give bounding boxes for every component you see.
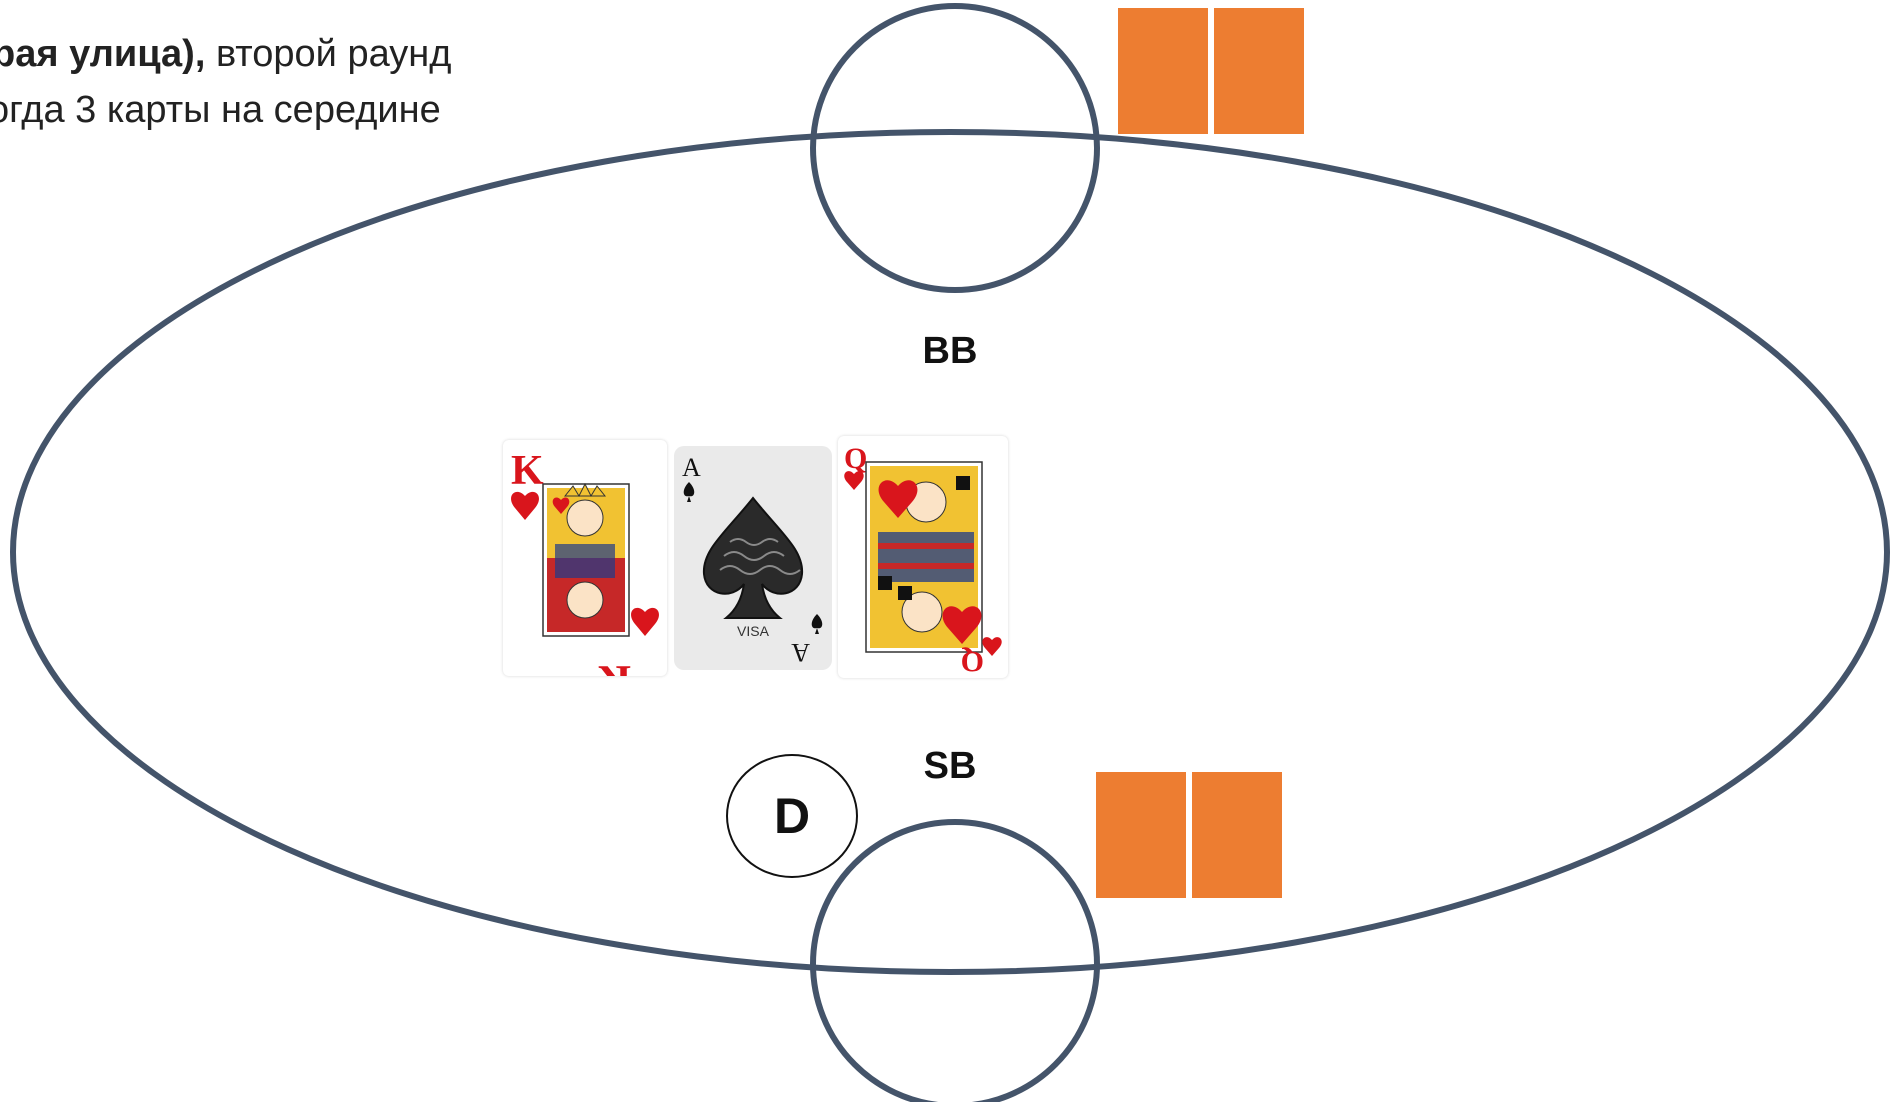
card-q-rank-top: Q [844,442,867,475]
chip-bottom-2 [1192,772,1282,898]
card-k-heart-small [552,497,570,514]
card-a-rank-bottom: A [791,638,810,667]
king-of-hearts-art: K K [511,448,659,676]
card-q-rank-bottom: Q [961,645,984,678]
queen-of-hearts-card: Q Q [838,436,1008,678]
card-k-rank-top: K [511,448,544,494]
spade-large-icon [702,496,804,619]
small-blind-label: SB [923,745,977,787]
card-a-rank-top: A [682,453,701,482]
queen-of-hearts-art: Q Q [844,442,1002,678]
poker-table-outline [10,129,1890,975]
street-caption: рая улица), второй раунд огда 3 карты на… [0,26,580,138]
chip-bottom-1 [1096,772,1186,898]
chip-stack-top [1118,8,1304,134]
chip-top-2 [1214,8,1304,134]
card-k-suit-top [511,491,539,520]
king-of-hearts-card: K K [503,440,667,676]
card-q-heart-lower [942,606,982,644]
card-k-suit-bottom [631,607,659,636]
ace-of-spades-card: A VISA A [674,446,832,670]
dealer-button: D [726,754,858,878]
card-k-rank-bottom: K [598,656,631,676]
caption-regular-text: второй раунд [205,33,452,75]
ace-of-spades-art: A VISA A [682,453,823,667]
chip-stack-bottom [1096,772,1282,898]
chip-top-1 [1118,8,1208,134]
seat-bottom [810,819,1100,1102]
caption-bold-text: рая улица), [0,33,206,75]
card-q-heart-large [878,480,918,518]
caption-line-2: огда 3 карты на середине [0,89,441,131]
caption-line-1: рая улица), второй раунд [0,26,572,82]
big-blind-label: BB [922,330,978,372]
card-a-brand: VISA [737,623,770,639]
seat-top [810,3,1100,293]
